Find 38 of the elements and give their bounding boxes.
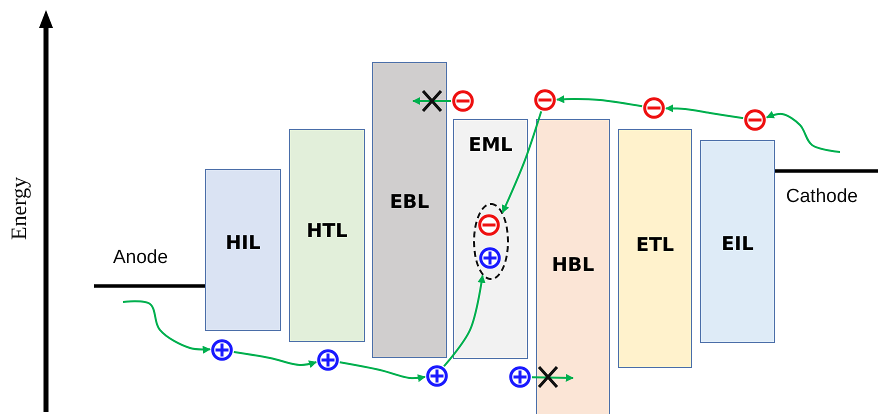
arrow (412, 97, 451, 105)
hole-symbol (426, 365, 448, 387)
layer-label: HIL (224, 232, 262, 254)
arrow (443, 274, 486, 367)
layer-box (700, 140, 775, 343)
exciton-ellipse (472, 202, 508, 280)
electron-symbol (744, 109, 766, 131)
layer-box (289, 129, 365, 342)
electron-symbol (478, 214, 500, 236)
arrow (766, 110, 840, 153)
layer-box (536, 119, 610, 414)
layer-label: HBL (550, 254, 596, 276)
arrow (532, 374, 574, 382)
layer-box (453, 119, 528, 359)
electron-symbol (643, 97, 665, 119)
arrow (122, 300, 211, 354)
layer-box (372, 62, 447, 358)
electron-symbol (452, 90, 474, 112)
hole-symbol (317, 349, 339, 371)
arrow (665, 104, 744, 120)
electrode-label: Anode (113, 247, 168, 269)
layer-label: EML (468, 134, 514, 156)
hole-symbol (479, 247, 501, 269)
layer-label: EBL (388, 191, 430, 213)
layer-label: ETL (634, 234, 676, 256)
arrow (502, 111, 542, 214)
layer-box (618, 129, 692, 368)
axis-label: Energy (6, 176, 32, 240)
arrow (234, 350, 317, 368)
arrow (340, 361, 426, 382)
layer-label: EIL (720, 233, 755, 255)
hole-symbol (509, 366, 531, 388)
layer-box (205, 169, 281, 331)
electron-symbol (534, 89, 556, 111)
arrow (556, 95, 642, 108)
layer-label: HTL (306, 220, 348, 242)
electrode-label: Cathode (786, 186, 858, 208)
hole-symbol (211, 339, 233, 361)
